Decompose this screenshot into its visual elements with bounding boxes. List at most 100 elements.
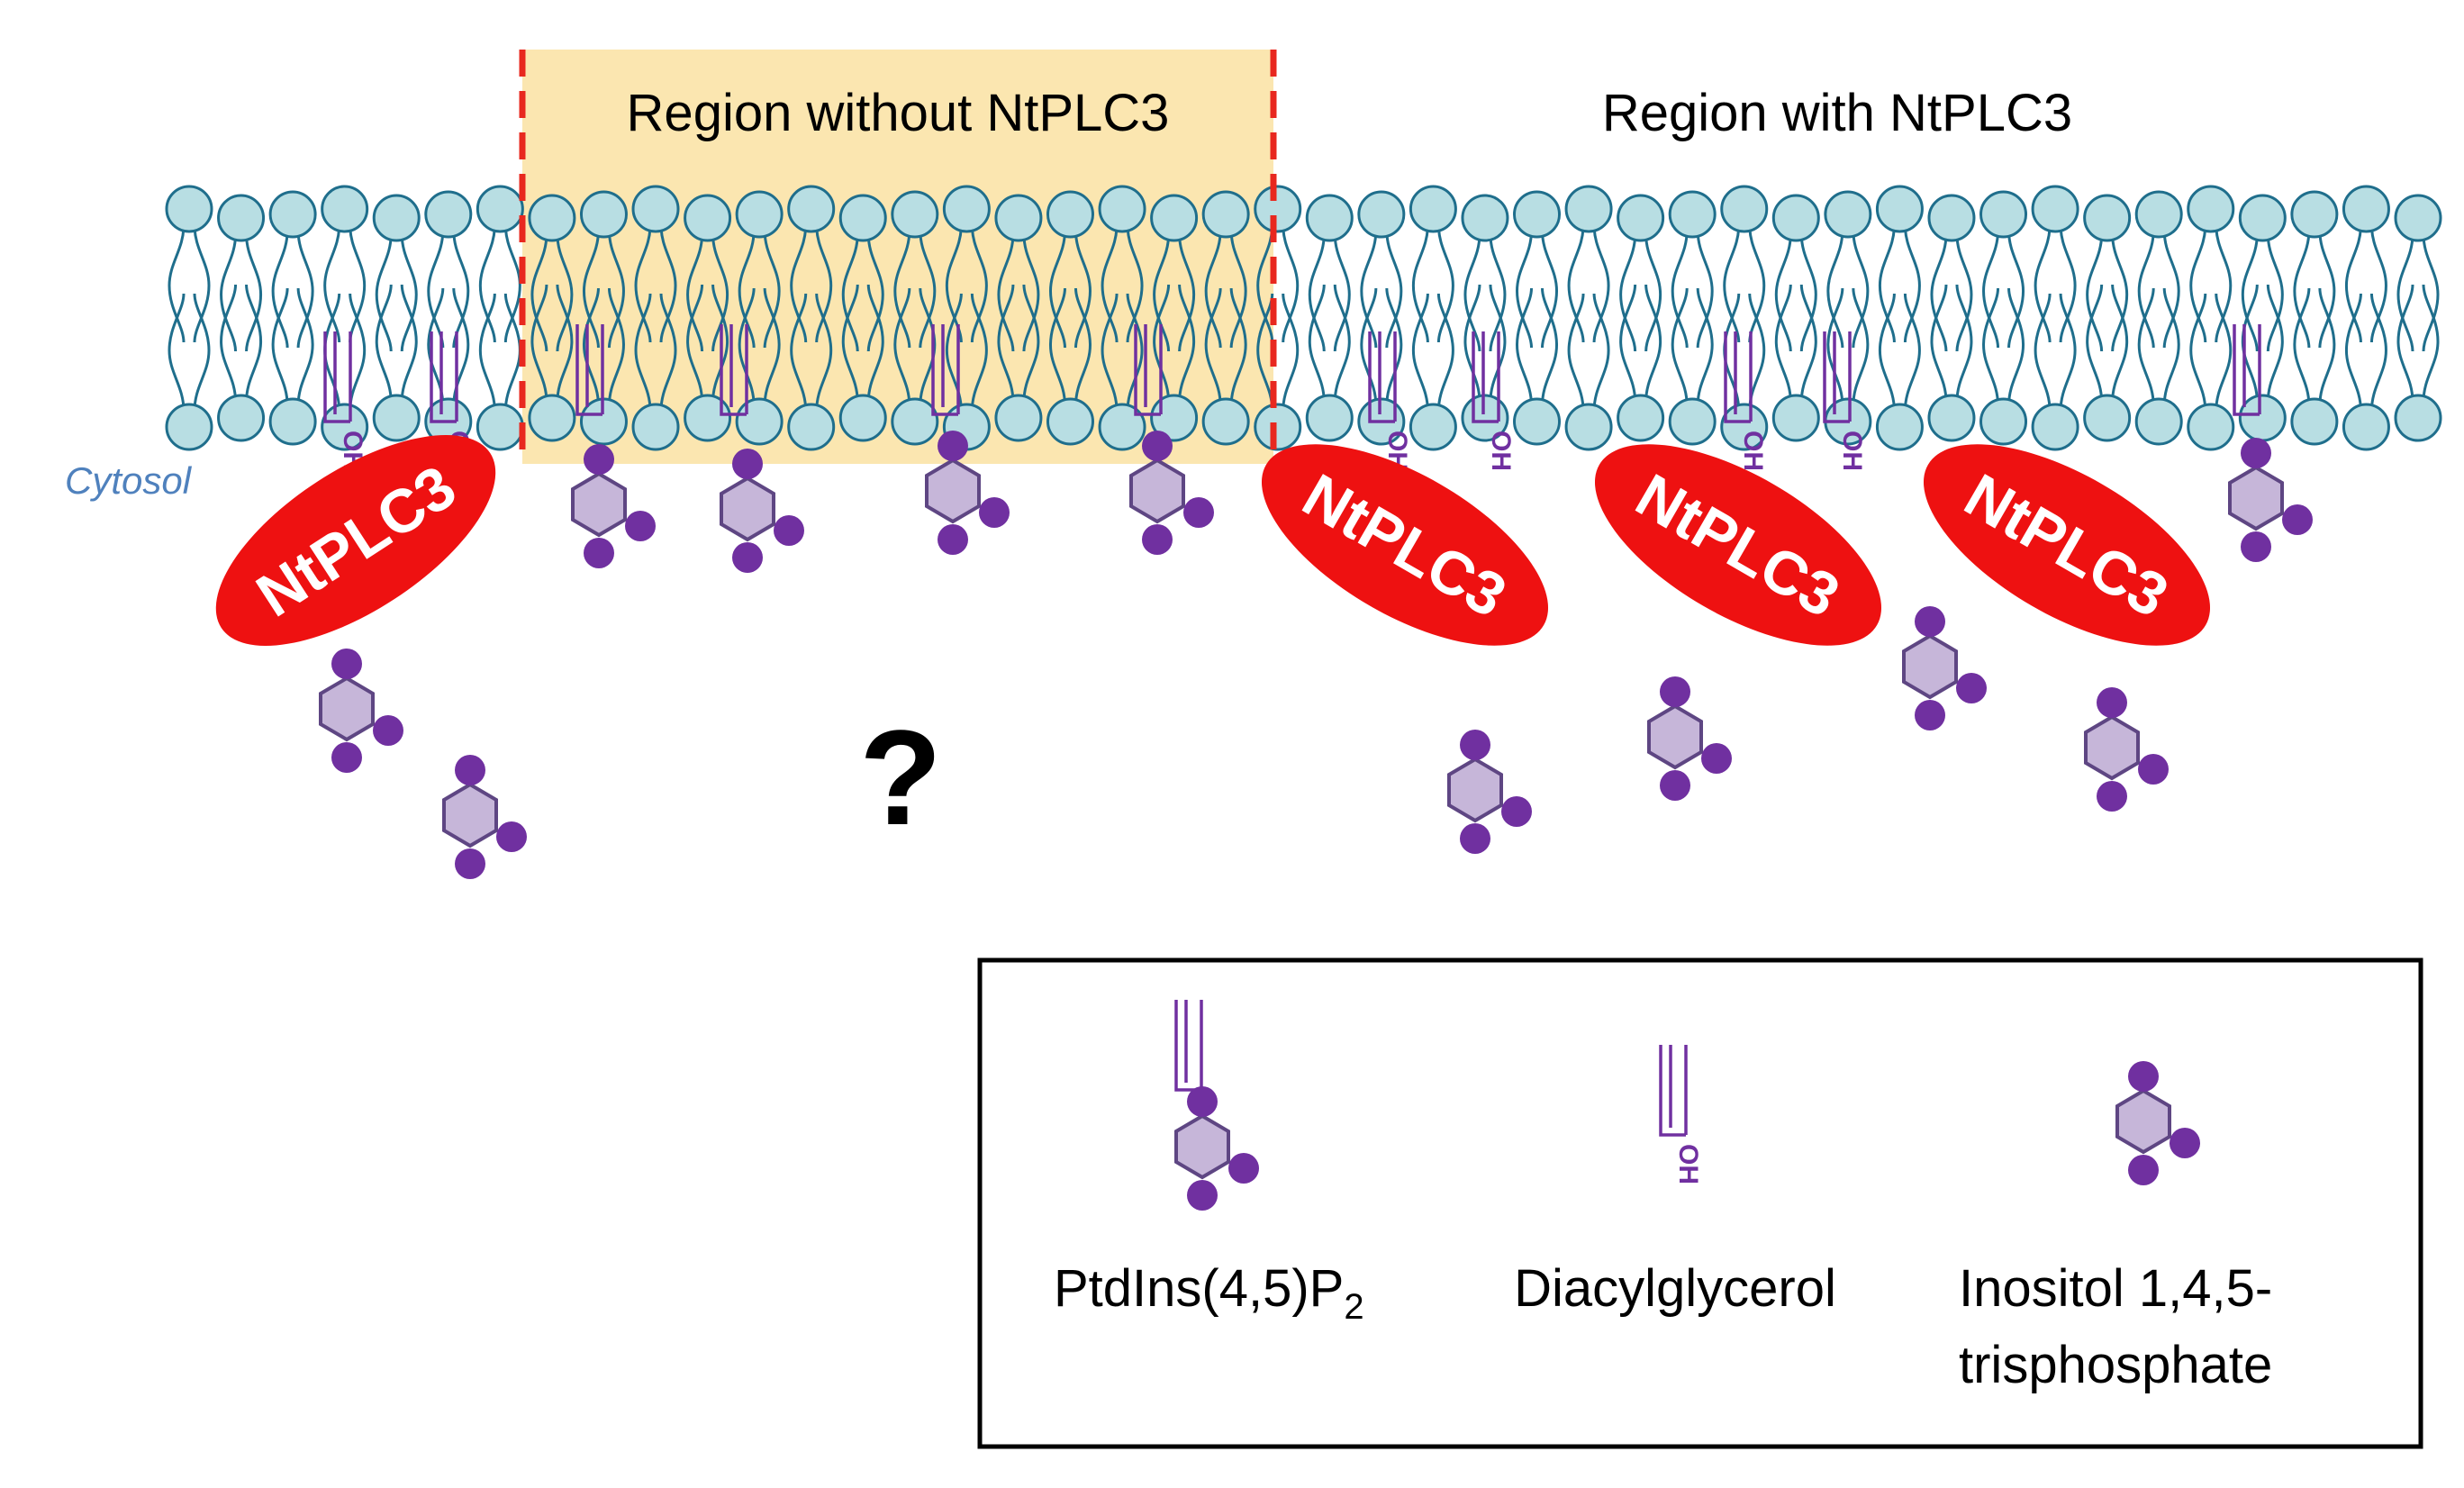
diacylglycerol: OH bbox=[1823, 330, 1867, 471]
lipid-tail-upper bbox=[271, 229, 314, 349]
lipid-tail-lower bbox=[375, 283, 418, 404]
lipid-head-upper bbox=[1771, 194, 1820, 242]
lipid-head-upper bbox=[1979, 190, 2028, 239]
lipid-head-lower bbox=[2031, 403, 2079, 451]
lipid-head-lower bbox=[1617, 394, 1665, 442]
lipid-head-lower bbox=[165, 403, 213, 451]
lipid-head-lower bbox=[2083, 394, 2132, 442]
lipid-head-lower bbox=[1305, 394, 1354, 442]
lipid-head-upper bbox=[1668, 190, 1717, 239]
lipid-tail-upper bbox=[1308, 232, 1351, 353]
lipid-head-lower bbox=[1098, 403, 1146, 451]
lipid-tail-upper bbox=[2137, 229, 2180, 349]
lipid-head-lower bbox=[1564, 403, 1613, 451]
lipid-head-upper bbox=[2134, 190, 2183, 239]
lipid-tail-upper bbox=[2241, 232, 2284, 353]
lipid-head-lower bbox=[684, 394, 732, 442]
lipid-head-upper bbox=[2290, 190, 2339, 239]
lipid-tail-lower bbox=[2086, 283, 2129, 404]
lipid-head-upper bbox=[787, 185, 836, 233]
lipid-tail-lower bbox=[427, 286, 470, 407]
membrane-diacylglycerols: OH OH OH OH OH OH bbox=[323, 330, 1867, 471]
lipid-head-upper bbox=[372, 194, 421, 242]
lipid-head-upper bbox=[631, 185, 680, 233]
lipid-head-upper bbox=[1824, 190, 1872, 239]
lipid-head-upper bbox=[321, 185, 369, 233]
lipid-head-upper bbox=[1409, 185, 1457, 233]
lipid-head-upper bbox=[2342, 185, 2390, 233]
lipid-head-lower bbox=[1150, 394, 1199, 442]
lipid-tail-upper bbox=[2293, 229, 2336, 349]
ip3 bbox=[2084, 685, 2170, 813]
lipid-head-upper bbox=[1720, 185, 1769, 233]
diacylglycerol: OH bbox=[323, 330, 367, 471]
lipid-head-lower bbox=[1720, 403, 1769, 451]
lipid-tail-upper bbox=[1826, 229, 1870, 349]
oh-label: OH bbox=[1673, 1144, 1703, 1184]
lipid-head-upper bbox=[1564, 185, 1613, 233]
lipid-head-upper bbox=[1617, 194, 1665, 242]
lipid-head-upper bbox=[165, 185, 213, 233]
lipid-head-upper bbox=[2031, 185, 2079, 233]
lipid-tail-upper bbox=[1516, 229, 1559, 349]
lipid-tail-lower bbox=[2137, 286, 2180, 407]
lipid-head-upper bbox=[2394, 194, 2442, 242]
lipid-head-upper bbox=[1305, 194, 1354, 242]
lipid-head-lower bbox=[528, 394, 576, 442]
ip3 bbox=[1647, 675, 1734, 803]
lipid-tail-lower bbox=[1774, 283, 1817, 404]
lipid-head-lower bbox=[1409, 403, 1457, 451]
lipid-head-upper bbox=[1875, 185, 1924, 233]
lipid-head-upper bbox=[1513, 190, 1562, 239]
ip3 bbox=[1447, 728, 1534, 856]
region-without-label: Region without NtPLC3 bbox=[627, 84, 1170, 142]
lipid-head-upper bbox=[1461, 194, 1509, 242]
lipid-head-lower bbox=[1979, 397, 2028, 446]
lipid-head-upper bbox=[1150, 194, 1199, 242]
lipid-tail-upper bbox=[2396, 232, 2440, 353]
ip3 bbox=[442, 753, 529, 881]
lipid-head-upper bbox=[994, 194, 1043, 242]
lipid-head-lower bbox=[268, 397, 317, 446]
lipid-head-lower bbox=[1513, 397, 1562, 446]
legend-ip3-label-line2: trisphosphate bbox=[1959, 1336, 2272, 1394]
lipid-tail-lower bbox=[2293, 286, 2336, 407]
oh-label: OH bbox=[1837, 431, 1867, 471]
cytosol-label: Cytosol bbox=[65, 459, 193, 502]
legend-box bbox=[977, 957, 2423, 1449]
lipid-head-lower bbox=[1875, 403, 1924, 451]
legend-ip3-label-line1: Inositol 1,4,5- bbox=[1959, 1259, 2272, 1318]
lipid-head-lower bbox=[2290, 397, 2339, 446]
lipid-tail-upper bbox=[2086, 232, 2129, 353]
legend-pip2-label: PtdIns(4,5)P2 bbox=[1054, 1259, 1364, 1327]
legend-dag-icon: OH bbox=[1659, 1043, 1703, 1184]
lipid-head-lower bbox=[321, 403, 369, 451]
lipid-tail-upper bbox=[427, 229, 470, 349]
lipid-head-upper bbox=[735, 190, 784, 239]
lipid-tail-upper bbox=[1930, 232, 1973, 353]
lipid-head-lower bbox=[217, 394, 266, 442]
lipid-tail-lower bbox=[1308, 283, 1351, 404]
oh-label: OH bbox=[1486, 431, 1516, 471]
lipid-head-lower bbox=[1254, 403, 1302, 451]
ip3 bbox=[319, 647, 405, 775]
lipid-bilayer bbox=[165, 185, 2442, 451]
lipid-head-upper bbox=[476, 185, 524, 233]
lipid-head-upper bbox=[217, 194, 266, 242]
lipid-head-lower bbox=[1668, 397, 1717, 446]
lipid-tail-lower bbox=[220, 283, 263, 404]
lipid-head-upper bbox=[2187, 185, 2235, 233]
lipid-head-upper bbox=[838, 194, 887, 242]
lipid-head-upper bbox=[1927, 194, 1976, 242]
lipid-head-lower bbox=[994, 394, 1043, 442]
pip2 bbox=[2228, 322, 2315, 564]
lipid-tail-upper bbox=[220, 232, 263, 353]
lipid-tail-lower bbox=[271, 286, 314, 407]
lipid-head-lower bbox=[787, 403, 836, 451]
lipid-head-upper bbox=[891, 190, 939, 239]
lipid-head-upper bbox=[579, 190, 628, 239]
lipid-tail-upper bbox=[1619, 232, 1662, 353]
lipid-tail-upper bbox=[1774, 232, 1817, 353]
lipid-tail-lower bbox=[2396, 283, 2440, 404]
